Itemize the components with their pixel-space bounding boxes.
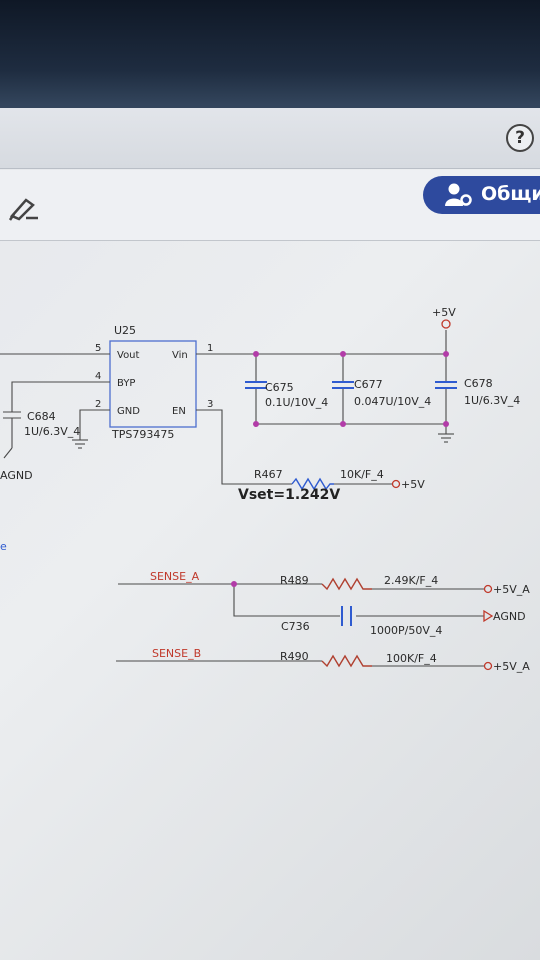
vset-annotation: Vset=1.242V	[238, 487, 340, 503]
agnd-left-label: AGND	[0, 469, 33, 482]
r490-value: 100K/F_4	[386, 652, 437, 665]
r467-value: 10K/F_4	[340, 468, 384, 481]
schematic-viewer-window: ? Общи	[0, 108, 540, 960]
wires	[0, 330, 484, 667]
top-5v-label: +5V	[432, 306, 456, 319]
sense-b-net: SENSE_B	[152, 647, 201, 660]
r490-net: +5V_A	[493, 660, 530, 673]
pin-3-number: 3	[207, 399, 213, 410]
help-button[interactable]: ?	[506, 124, 534, 152]
u25-chip-body	[109, 340, 197, 428]
c678-ref: C678	[464, 377, 493, 390]
sense-a-net: SENSE_A	[150, 570, 200, 583]
capacitor-plates	[245, 381, 457, 626]
r467-net: +5V	[401, 478, 425, 491]
pin-vout-name: Vout	[117, 350, 140, 361]
r467-5v-port	[391, 479, 401, 489]
r490-port	[483, 661, 493, 671]
u25-ref: U25	[114, 324, 136, 337]
r490-ref: R490	[280, 650, 309, 663]
pin-5-number: 5	[95, 343, 101, 354]
toolbar: Общи	[0, 170, 540, 241]
r467-ref: R467	[254, 468, 283, 481]
agnd-port	[483, 609, 494, 623]
share-button[interactable]: Общи	[423, 176, 540, 214]
r489-symbol	[321, 577, 372, 591]
c677-ref: C677	[354, 378, 383, 391]
r489-value: 2.49K/F_4	[384, 574, 438, 587]
c736-ref: C736	[281, 620, 310, 633]
c736-net: AGND	[493, 610, 526, 623]
pin-2-number: 2	[95, 399, 101, 410]
pin-en-name: EN	[172, 406, 186, 417]
title-bar: ?	[0, 108, 540, 169]
pin-byp-name: BYP	[117, 378, 135, 389]
pen-icon[interactable]	[6, 194, 40, 222]
r489-net: +5V_A	[493, 583, 530, 596]
c677-value: 0.047U/10V_4	[354, 395, 431, 408]
pin-vin-name: Vin	[172, 350, 188, 361]
u25-part: TPS793475	[111, 428, 174, 441]
r490-symbol	[321, 654, 372, 668]
r489-ref: R489	[280, 574, 309, 587]
c684-ref: C684	[27, 410, 56, 423]
r467-symbol	[291, 477, 334, 491]
share-button-label: Общи	[481, 183, 540, 205]
c675-value: 0.1U/10V_4	[265, 396, 328, 409]
r489-port	[483, 584, 493, 594]
c736-value: 1000P/50V_4	[370, 624, 442, 637]
c678-value: 1U/6.3V_4	[464, 394, 520, 407]
stray-left-glyph: e	[0, 540, 7, 553]
pin-1-number: 1	[207, 343, 213, 354]
pin-gnd-name: GND	[117, 406, 140, 417]
user-share-icon	[445, 183, 472, 206]
pin-4-number: 4	[95, 371, 101, 382]
top-5v-port	[441, 319, 451, 329]
junction-dots	[231, 351, 449, 587]
c675-ref: C675	[265, 381, 294, 394]
c684-value: 1U/6.3V_4	[24, 425, 80, 438]
ground-symbols	[72, 433, 454, 449]
